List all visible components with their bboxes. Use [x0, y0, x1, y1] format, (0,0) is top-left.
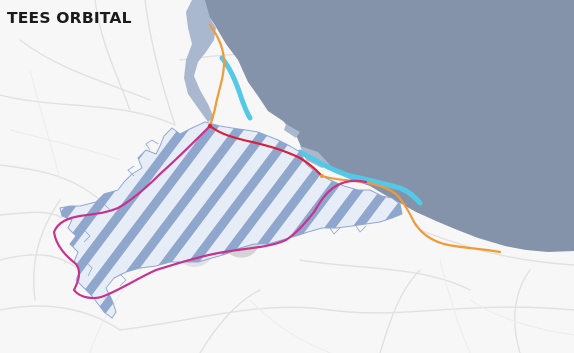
red-route — [208, 124, 324, 178]
route-junctions — [207, 123, 324, 178]
hatched-zone-edge — [83, 139, 367, 287]
coastal-strip — [219, 55, 423, 206]
map-title: TEES ORBITAL — [7, 9, 132, 27]
hatched-zone — [59, 121, 403, 319]
sea — [196, 0, 574, 252]
magenta-route — [52, 124, 368, 300]
